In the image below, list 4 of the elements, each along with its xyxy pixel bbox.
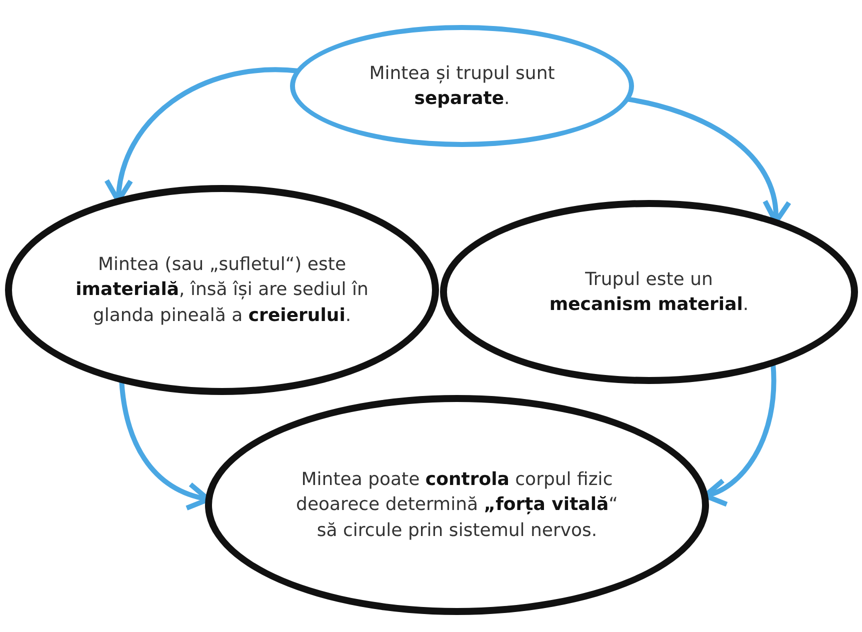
node-text: Trupul este un mecanism material. bbox=[548, 268, 750, 317]
node-text: Mintea și trupul sunt separate. bbox=[368, 62, 556, 111]
node-text: Mintea poate controla corpul fizic deoarece determină „forța vitală“ să circule prin sistemul nervos. bbox=[295, 468, 619, 543]
node-text: Mintea (sau „sufletul“) este imaterială, însă își are sediul în glanda pineală a creierului. bbox=[74, 253, 370, 328]
